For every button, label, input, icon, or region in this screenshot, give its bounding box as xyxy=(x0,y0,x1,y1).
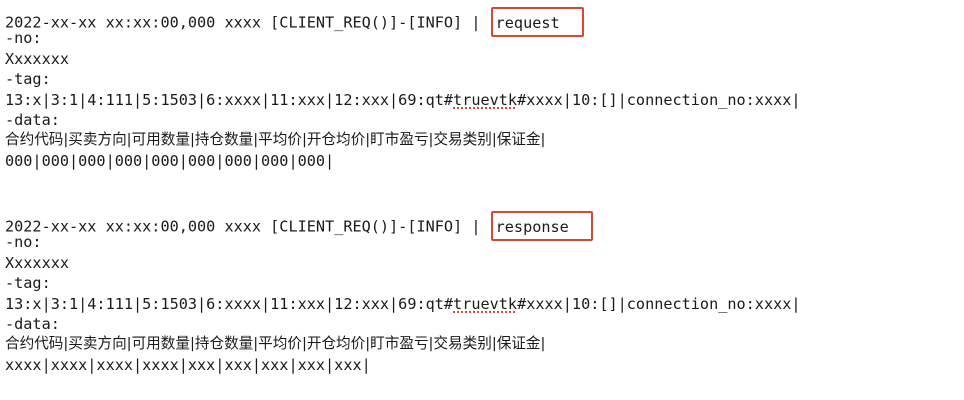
log-header-text: 2022-xx-xx xx:xx:00,000 xxxx [CLIENT_REQ… xyxy=(5,217,481,236)
tag-line: 13:x|3:1|4:111|5:1503|6:xxxx|11:xxx|12:x… xyxy=(5,90,801,110)
spellcheck-flagged-word: truevtk xyxy=(453,294,518,313)
no-label: -no: xyxy=(5,233,42,252)
tag-label: -tag: xyxy=(5,274,51,293)
no-value: Xxxxxxx xyxy=(5,49,70,68)
data-label: -data: xyxy=(5,314,60,333)
data-values: 000|000|000|000|000|000|000|000|000| xyxy=(5,151,335,170)
tag-prefix: 13:x|3:1|4:111|5:1503|6:xxxx|11:xxx|12:x… xyxy=(5,90,454,109)
log-header-line: 2022-xx-xx xx:xx:00,000 xxxx [CLIENT_REQ… xyxy=(5,211,801,241)
data-columns: 合约代码|买卖方向|可用数量|持仓数量|平均价|开仓均价|盯市盈亏|交易类别|保… xyxy=(5,335,546,353)
data-columns: 合约代码|买卖方向|可用数量|持仓数量|平均价|开仓均价|盯市盈亏|交易类别|保… xyxy=(5,131,546,149)
tag-suffix: #xxxx|10:[]|connection_no:xxxx| xyxy=(517,294,801,313)
log-header-text: 2022-xx-xx xx:xx:00,000 xxxx [CLIENT_REQ… xyxy=(5,13,481,32)
highlight-box-request: request xyxy=(490,7,584,37)
spellcheck-flagged-word: truevtk xyxy=(453,90,518,109)
no-label: -no: xyxy=(5,29,42,48)
tag-label: -tag: xyxy=(5,70,51,89)
tag-line: 13:x|3:1|4:111|5:1503|6:xxxx|11:xxx|12:x… xyxy=(5,294,801,314)
highlight-box-response: response xyxy=(490,211,593,241)
log-entry-request: 2022-xx-xx xx:xx:00,000 xxxx [CLIENT_REQ… xyxy=(5,7,801,171)
log-entry-response: 2022-xx-xx xx:xx:00,000 xxxx [CLIENT_REQ… xyxy=(5,211,801,375)
data-label: -data: xyxy=(5,110,60,129)
no-value: Xxxxxxx xyxy=(5,253,70,272)
data-values: xxxx|xxxx|xxxx|xxxx|xxx|xxx|xxx|xxx|xxx| xyxy=(5,355,371,374)
tag-suffix: #xxxx|10:[]|connection_no:xxxx| xyxy=(517,90,801,109)
tag-prefix: 13:x|3:1|4:111|5:1503|6:xxxx|11:xxx|12:x… xyxy=(5,294,454,313)
log-header-line: 2022-xx-xx xx:xx:00,000 xxxx [CLIENT_REQ… xyxy=(5,7,801,37)
